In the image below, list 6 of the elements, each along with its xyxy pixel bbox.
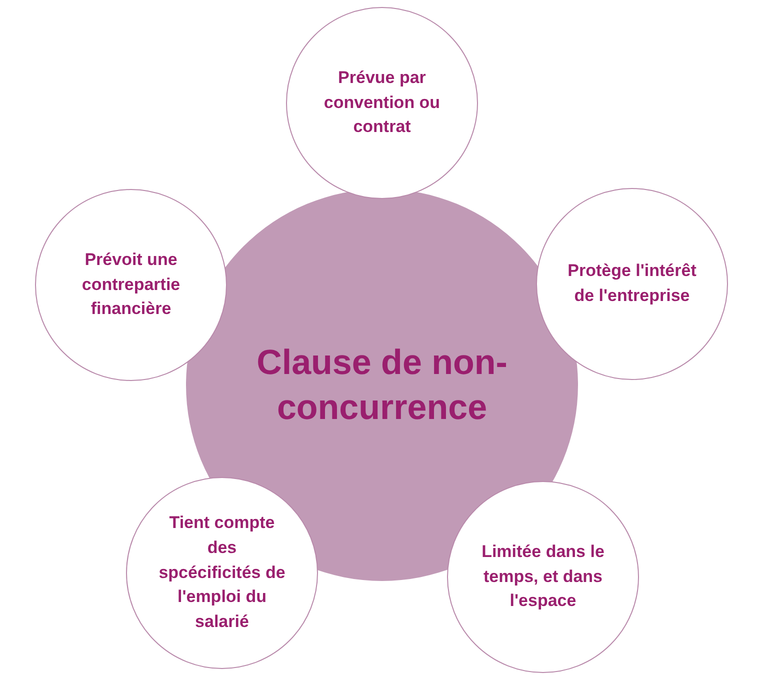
topic-text: Limitée dans le temps, et dans l'espace	[480, 541, 606, 612]
topic-text: Protège l'intérêt de l'entreprise	[566, 260, 698, 307]
topic-text: Prévue par convention ou contrat	[322, 67, 442, 138]
topic-text: Tient compte des spcécificités de l'emploi du salarié	[158, 512, 286, 633]
center-title: Clause de non-concurrence	[256, 342, 508, 429]
topic-text: Prévoit une contrepartie financière	[80, 249, 182, 320]
